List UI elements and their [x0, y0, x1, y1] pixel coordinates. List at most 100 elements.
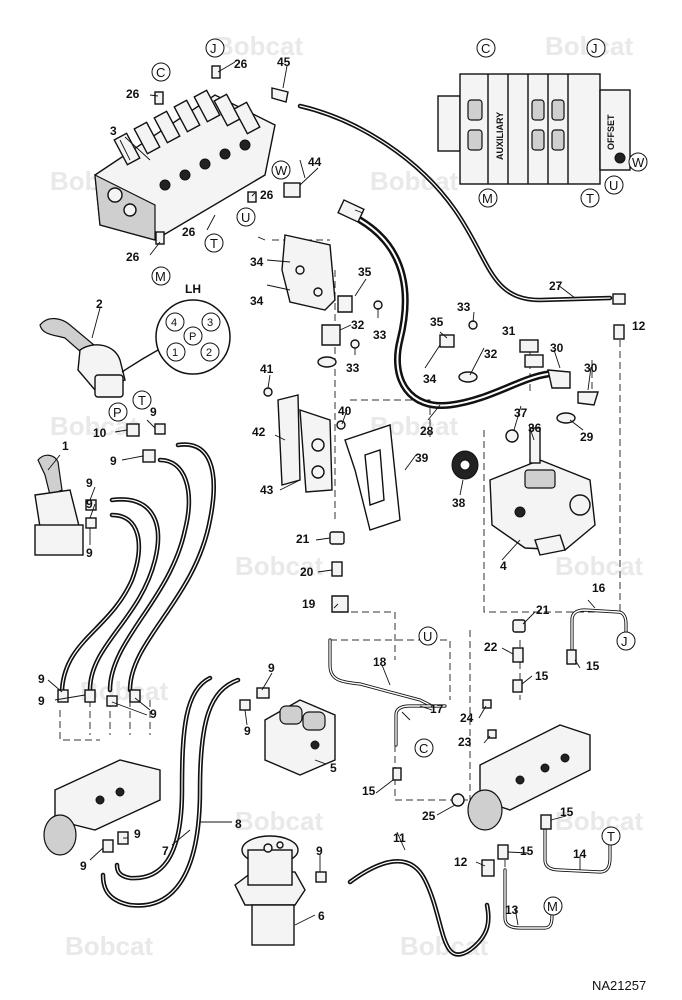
callout-33: 33	[457, 300, 471, 314]
hoses	[59, 103, 613, 957]
watermark: Bobcat	[215, 31, 303, 61]
fittings	[57, 65, 626, 883]
svg-text:J: J	[621, 634, 628, 649]
callout-15: 15	[520, 844, 534, 858]
ref-w-left: W	[271, 160, 291, 180]
callout-40: 40	[338, 404, 352, 418]
ref-t-right: T	[580, 188, 600, 208]
svg-text:U: U	[241, 210, 250, 225]
ref-u-mid: U	[418, 626, 438, 646]
callout-35: 35	[358, 265, 372, 279]
callout-26: 26	[126, 87, 140, 101]
ref-m-left: M	[151, 266, 171, 286]
callout-18: 18	[373, 655, 387, 669]
callout-3: 3	[110, 124, 117, 138]
svg-text:T: T	[138, 393, 146, 408]
svg-text:C: C	[419, 741, 428, 756]
svg-text:W: W	[275, 163, 288, 178]
callout-20: 20	[300, 565, 314, 579]
svg-text:T: T	[586, 191, 594, 206]
svg-text:U: U	[609, 178, 618, 193]
callout-7: 7	[162, 844, 169, 858]
watermark: Bobcat	[235, 551, 323, 581]
callout-9: 9	[316, 844, 323, 858]
callout-32: 32	[351, 318, 365, 332]
watermark: Bobcat	[555, 806, 643, 836]
callout-15: 15	[586, 659, 600, 673]
reference-circles: J C W U T M C J W U M T P T U C J T M	[108, 38, 648, 916]
callout-33: 33	[346, 361, 360, 375]
callout-9: 9	[80, 859, 87, 873]
callout-9: 9	[86, 497, 93, 511]
manifold-left	[43, 759, 161, 856]
ref-j-mid: J	[616, 631, 636, 651]
callout-8: 8	[235, 817, 242, 831]
callout-6: 6	[318, 909, 325, 923]
callout-34: 34	[250, 255, 264, 269]
manifold-right	[467, 724, 591, 831]
ref-m-right: M	[478, 188, 498, 208]
callout-4: 4	[500, 559, 507, 573]
ref-c-right: C	[476, 38, 496, 58]
svg-text:J: J	[210, 41, 217, 56]
ref-j-right: J	[586, 38, 606, 58]
callout-9: 9	[38, 672, 45, 686]
svg-text:C: C	[156, 65, 165, 80]
callout-23: 23	[458, 735, 472, 749]
svg-text:M: M	[547, 899, 558, 914]
callout-12: 12	[454, 855, 468, 869]
callout-21: 21	[536, 603, 550, 617]
callout-21: 21	[296, 532, 310, 546]
ref-m-bottom: M	[543, 896, 563, 916]
callout-2: 2	[96, 297, 103, 311]
callout-42: 42	[252, 425, 266, 439]
svg-text:M: M	[482, 191, 493, 206]
swing-motor	[234, 835, 306, 946]
ref-t-left: T	[204, 233, 224, 253]
callout-19: 19	[302, 597, 316, 611]
callout-16: 16	[592, 581, 606, 595]
callout-26: 26	[234, 57, 248, 71]
callout-14: 14	[573, 847, 587, 861]
callout-41: 41	[260, 362, 274, 376]
callout-12: 12	[632, 319, 646, 333]
ref-j-top: J	[205, 38, 225, 58]
callout-45: 45	[277, 55, 291, 69]
leader-lines	[47, 61, 596, 926]
callout-9: 9	[150, 707, 157, 721]
callout-15: 15	[362, 784, 376, 798]
callout-26: 26	[260, 188, 274, 202]
tubes	[328, 608, 628, 930]
svg-text:U: U	[423, 629, 432, 644]
callout-25: 25	[422, 809, 436, 823]
callout-27: 27	[549, 279, 563, 293]
callout-36: 36	[528, 421, 542, 435]
callout-33: 33	[373, 328, 387, 342]
pin-label: P	[189, 331, 196, 343]
ref-t-bottom: T	[601, 826, 621, 846]
auxiliary-label: AUXILIARY	[495, 112, 505, 160]
callout-17: 17	[430, 702, 444, 716]
watermark: Bobcat	[235, 806, 323, 836]
callout-9: 9	[134, 827, 141, 841]
ref-u-right: U	[604, 175, 624, 195]
pump-assembly	[451, 450, 596, 556]
callout-28: 28	[420, 424, 434, 438]
callout-11: 11	[393, 831, 406, 845]
ref-c-mid: C	[414, 738, 434, 758]
main-control-valve	[94, 89, 276, 241]
callout-9: 9	[38, 694, 45, 708]
callout-32: 32	[484, 347, 498, 361]
callout-38: 38	[452, 496, 466, 510]
ref-w-right: W	[628, 152, 648, 172]
svg-text:M: M	[155, 269, 166, 284]
pin-label: 2	[206, 347, 212, 359]
callout-10: 10	[93, 426, 107, 440]
callout-9: 9	[110, 454, 117, 468]
watermark: Bobcat	[65, 931, 153, 961]
drawing-number: NA21257	[592, 978, 646, 993]
connector-label: LH	[185, 282, 201, 296]
callout-15: 15	[560, 805, 574, 819]
